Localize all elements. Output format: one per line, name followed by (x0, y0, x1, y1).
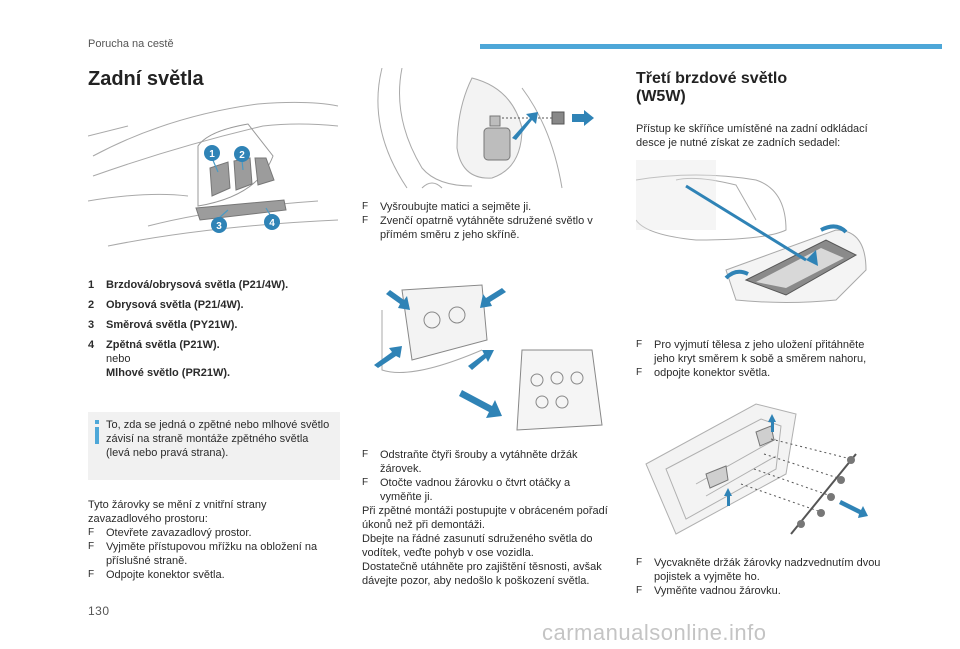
info-text: To, zda se jedná o zpětné nebo mlhové sv… (106, 419, 330, 459)
right-instructions-1: Pro vyjmutí tělesa z jeho uložení přitáh… (636, 338, 888, 380)
list-item: Otočte vadnou žárovku o čtvrt otáčky a v… (362, 476, 614, 504)
paragraph: Při zpětné montáži postupujte v obrácené… (362, 505, 608, 531)
left-instructions: Tyto žárovky se mění z vnitřní strany za… (88, 498, 340, 582)
paragraph: Dbejte na řádné zasunutí sdruženého svět… (362, 533, 593, 559)
diagram-label-3: 3 (216, 221, 222, 232)
third-brake-light-diagram (636, 160, 867, 303)
bulb-holder-clips-diagram (645, 403, 868, 535)
info-icon (95, 420, 99, 444)
list-item: Otevřete zavazadlový prostor. (88, 526, 340, 540)
right-intro: Přístup ke skříňce umístěné na zadní odk… (636, 123, 868, 149)
diagram-label-2: 2 (239, 150, 245, 161)
middle-instructions-1: Vyšroubujte matici a sejměte ji. Zvenčí … (362, 200, 614, 242)
section-title-rear-lights: Zadní světla (88, 68, 204, 90)
diagram-label-1: 1 (209, 149, 215, 160)
diagram-label-4: 4 (269, 218, 275, 229)
info-box: To, zda se jedná o zpětné nebo mlhové sv… (88, 412, 340, 480)
middle-instructions-2: Odstraňte čtyři šrouby a vytáhněte držák… (362, 448, 614, 588)
list-item: Odpojte konektor světla. (88, 568, 340, 582)
list-item: Odstraňte čtyři šrouby a vytáhněte držák… (362, 448, 614, 476)
nut-removal-diagram (377, 68, 594, 189)
header-accent-bar (480, 44, 942, 49)
right-instructions-2: Vycvakněte držák žárovky nadzvednutím dv… (636, 556, 888, 598)
intro-text: Tyto žárovky se mění z vnitřní strany za… (88, 499, 267, 525)
rear-lights-diagram: 1 2 3 4 (88, 101, 339, 247)
page-number: 130 (88, 604, 110, 618)
watermark: carmanualsonline.info (542, 620, 767, 645)
paragraph: Dostatečně utáhněte pro zajištění těsnos… (362, 561, 602, 587)
list-item: odpojte konektor světla. (636, 366, 888, 380)
list-item: Zvenčí opatrně vytáhněte sdružené světlo… (362, 214, 614, 242)
section-title-third-brake-light: Třetí brzdové světlo (W5W) (636, 70, 788, 105)
list-item: Vycvakněte držák žárovky nadzvednutím dv… (636, 556, 888, 584)
bulb-holder-diagram (374, 284, 603, 431)
list-item: Pro vyjmutí tělesa z jeho uložení přitáh… (636, 338, 888, 366)
list-item: Vyšroubujte matici a sejměte ji. (362, 200, 614, 214)
list-item: Vyměňte vadnou žárovku. (636, 584, 888, 598)
list-item: Vyjměte přístupovou mřížku na obložení n… (88, 540, 340, 568)
section-label: Porucha na cestě (88, 38, 174, 50)
